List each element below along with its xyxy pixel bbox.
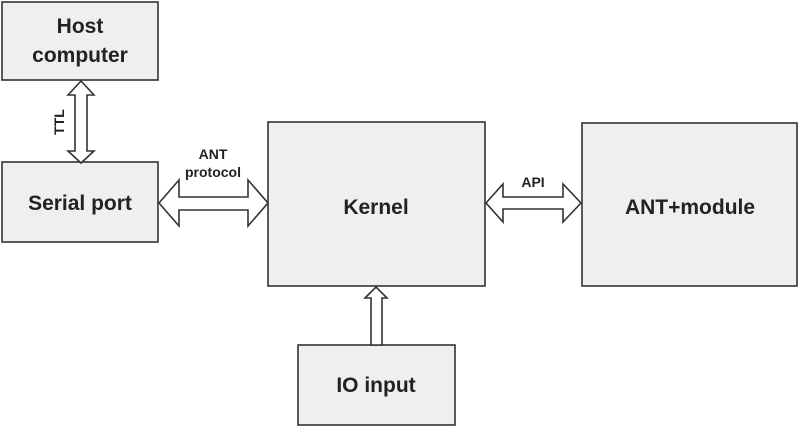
ant-protocol-double-arrow — [157, 177, 270, 229]
ant-module-box — [581, 122, 798, 287]
io-input-box — [297, 344, 456, 426]
host-computer-label-line2: computer — [32, 44, 128, 67]
kernel-label: Kernel — [343, 196, 408, 219]
io-input-label: IO input — [336, 374, 415, 397]
serial-port-box — [1, 161, 159, 243]
api-double-arrow — [484, 181, 583, 225]
ant-protocol-label-line2: protocol — [185, 164, 241, 180]
io-to-kernel-arrow — [363, 285, 389, 346]
host-computer-label-line1: Host — [57, 15, 104, 38]
ant-protocol-label-line1: ANT — [199, 146, 228, 162]
serial-port-label: Serial port — [28, 192, 132, 215]
api-label: API — [521, 174, 544, 190]
ttl-label: TTL — [51, 109, 67, 135]
ttl-double-arrow — [65, 79, 97, 165]
kernel-box — [267, 121, 486, 287]
ant-module-label: ANT+module — [625, 196, 755, 219]
host-computer-box — [1, 1, 159, 81]
